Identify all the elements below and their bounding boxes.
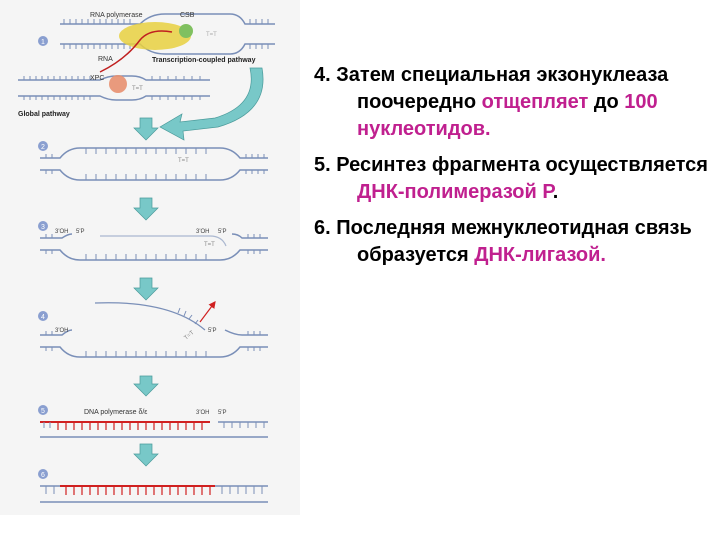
new-ticks-5 bbox=[58, 422, 202, 430]
label-3oh-5: 3'OH bbox=[196, 410, 209, 416]
red-arrow-step-4 bbox=[200, 302, 215, 322]
step-4-text: 4. Затем специальная экзонуклеаза поочер… bbox=[314, 62, 714, 143]
down-arrow-3 bbox=[134, 278, 158, 300]
step-number-3: 3 bbox=[41, 224, 45, 231]
step-4-number: 4. bbox=[314, 64, 331, 86]
down-arrow-2 bbox=[134, 198, 158, 220]
down-arrow-1 bbox=[134, 118, 158, 140]
curved-arrow-tc bbox=[160, 68, 263, 140]
label-rna: RNA bbox=[98, 56, 113, 63]
step-6-highlight-1: ДНК-лигазой. bbox=[474, 244, 606, 266]
ticks-step-4 bbox=[46, 308, 260, 357]
label-dna-polymerase: DNA polymerase δ/ε bbox=[84, 409, 147, 416]
label-csb: CSB bbox=[180, 12, 195, 19]
label-tt-1: T=T bbox=[206, 32, 217, 38]
step-4-highlight-1: отщепляет bbox=[482, 91, 589, 113]
step-number-5: 5 bbox=[41, 408, 45, 415]
step-5-number: 5. bbox=[314, 154, 331, 176]
label-global-pathway: Global pathway bbox=[18, 111, 70, 118]
label-3oh-3: 3'OH bbox=[196, 229, 209, 235]
peeling-fragment bbox=[95, 303, 205, 330]
label-tt-3: T=T bbox=[204, 242, 215, 248]
down-arrow-4 bbox=[134, 376, 158, 396]
dna-step-4 bbox=[40, 330, 268, 357]
step-5-part-1: Ресинтез фрагмента осуществляется bbox=[331, 154, 708, 176]
dna-repair-diagram: 1 RNA polymerase CSB RNA T=T Transcripti… bbox=[0, 0, 300, 515]
step-5-group: 5 DNA polymerase δ/ε 3'OH 5'P bbox=[38, 405, 268, 437]
label-5p-5: 5'P bbox=[218, 410, 226, 416]
down-arrow-5 bbox=[134, 444, 158, 466]
step-1-group: 1 RNA polymerase CSB RNA T=T Transcripti… bbox=[18, 12, 275, 118]
dna-step-3 bbox=[40, 234, 268, 260]
step-number-4: 4 bbox=[41, 314, 45, 321]
label-tt-2: T=T bbox=[178, 158, 189, 164]
explanation-text: 4. Затем специальная экзонуклеаза поочер… bbox=[314, 62, 714, 278]
step-3-group: 3 3'OH 5'P 3'OH 5'P T=T bbox=[38, 221, 268, 260]
label-3oh-left-3: 3'OH bbox=[55, 229, 68, 235]
label-transcription-coupled: Transcription-coupled pathway bbox=[152, 57, 256, 64]
step-6-number: 6. bbox=[314, 217, 331, 239]
step-4-group: 4 3'OH 5'P T=T bbox=[38, 302, 268, 357]
step-5-highlight-1: ДНК-полимеразой Р bbox=[357, 181, 553, 203]
label-5p-4: 5'P bbox=[208, 328, 216, 334]
step-6-text: 6. Последняя межнуклеотидная связь образ… bbox=[314, 215, 714, 269]
step-number-2: 2 bbox=[41, 144, 45, 151]
step-4-part-3: до bbox=[588, 91, 624, 113]
new-ticks-6 bbox=[66, 486, 210, 495]
csb-blob bbox=[179, 24, 193, 38]
dna-repair-figure: 1 RNA polymerase CSB RNA T=T Transcripti… bbox=[0, 0, 300, 515]
label-rna-polymerase: RNA polymerase bbox=[90, 12, 143, 19]
label-tt-global: T=T bbox=[132, 86, 143, 92]
dna-step-2 bbox=[40, 148, 268, 180]
rna-polymerase-blob bbox=[119, 22, 191, 50]
label-3oh-4: 3'OH bbox=[55, 328, 68, 334]
ticks-step-2 bbox=[46, 148, 264, 180]
ticks-step-3 bbox=[46, 234, 260, 260]
step-number-6: 6 bbox=[41, 472, 45, 479]
step-5-text: 5. Ресинтез фрагмента осуществляется ДНК… bbox=[314, 152, 714, 206]
label-tt-4: T=T bbox=[183, 330, 195, 342]
step-6-group: 6 bbox=[38, 469, 268, 502]
step-number-1: 1 bbox=[41, 39, 45, 46]
label-5p-left-3: 5'P bbox=[76, 229, 84, 235]
xpc-blob bbox=[109, 75, 127, 93]
step-2-group: 2 T=T bbox=[38, 141, 268, 180]
label-xpc: XPC bbox=[90, 75, 104, 82]
label-5p-3: 5'P bbox=[218, 229, 226, 235]
step-5-part-3: . bbox=[553, 181, 559, 203]
